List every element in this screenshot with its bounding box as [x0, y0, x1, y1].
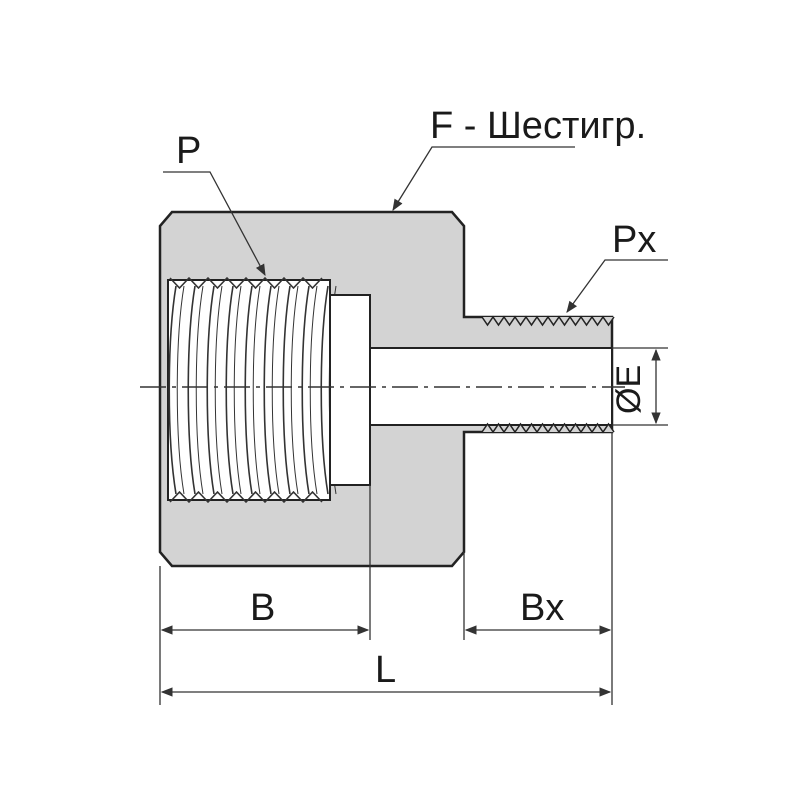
label-e: ØE — [610, 365, 648, 414]
counterbore — [329, 294, 371, 486]
label-f-hex: F - Шестигр. — [430, 105, 646, 147]
label-l: L — [375, 649, 396, 691]
label-px: Px — [612, 219, 656, 261]
male-thread-bottom — [481, 422, 615, 434]
label-bx: Bx — [520, 587, 564, 629]
label-p: P — [176, 130, 201, 172]
leader-px — [566, 259, 668, 313]
leader-p — [163, 171, 266, 277]
female-thread — [168, 276, 337, 504]
male-thread-top — [481, 315, 615, 327]
label-b: B — [250, 587, 275, 629]
leader-f — [392, 146, 575, 211]
